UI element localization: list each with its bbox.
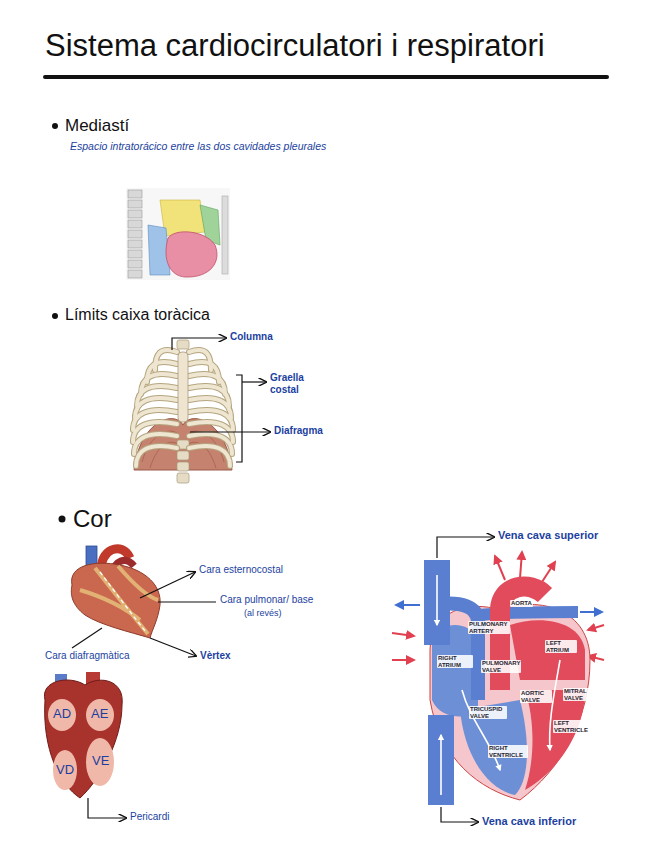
part-label: Vena cava superior bbox=[498, 529, 598, 542]
diagram-part-label: LEFT VENTRICLE bbox=[553, 720, 588, 733]
diagram-part-label: RIGHT VENTRICLE bbox=[488, 745, 528, 758]
page-title: Sistema cardiocirculatori i respiratori bbox=[45, 28, 545, 64]
diagram-part-label: LEFT ATRIUM bbox=[545, 640, 577, 653]
chamber-label: VD bbox=[56, 763, 74, 778]
leader-lines bbox=[172, 338, 270, 462]
rib-cage-figure bbox=[133, 340, 233, 483]
part-label: Columna bbox=[230, 331, 273, 343]
section-heading: Mediastí bbox=[65, 116, 129, 136]
leader-lines bbox=[437, 537, 494, 822]
bullet bbox=[52, 123, 58, 129]
leader-lines bbox=[72, 572, 216, 656]
diagram-part-label: AORTIC VALVE bbox=[520, 690, 552, 703]
part-label: Diafragma bbox=[274, 425, 323, 437]
diagram-part-label: AORTA bbox=[510, 600, 533, 607]
mediastinum-figure bbox=[126, 188, 230, 280]
chamber-label: AD bbox=[53, 707, 71, 722]
part-label: Graella costal bbox=[270, 372, 324, 395]
heart-section-figure bbox=[44, 672, 122, 798]
diagram-part-label: MITRAL VALVE bbox=[563, 688, 592, 701]
heart-external-figure bbox=[71, 546, 160, 638]
diagram-part-label: RIGHT ATRIUM bbox=[437, 655, 473, 668]
part-label: Vena cava inferior bbox=[482, 815, 576, 828]
section-heading: Límits caixa toràcica bbox=[65, 306, 210, 324]
part-label: Pericardi bbox=[130, 811, 169, 823]
definition-note: Espacio intratorácico entre las dos cavi… bbox=[70, 140, 326, 152]
diagram-part-label: TRICUSPID VALVE bbox=[469, 706, 507, 719]
section-heading: Cor bbox=[73, 505, 112, 533]
part-label: Cara esternocostal bbox=[199, 564, 283, 576]
part-label: Cara diafragmàtica bbox=[45, 650, 129, 662]
bullet bbox=[52, 313, 58, 319]
part-note: (al revés) bbox=[244, 608, 282, 618]
chamber-label: AE bbox=[91, 707, 108, 722]
leader-line bbox=[88, 798, 126, 818]
bullet bbox=[59, 516, 66, 523]
part-label: Vèrtex bbox=[200, 650, 231, 662]
diagram-part-label: PULMONARY ARTERY bbox=[468, 621, 510, 634]
diagram-part-label: PULMONARY VALVE bbox=[481, 660, 521, 673]
heart-schematic-figure bbox=[392, 552, 604, 805]
chamber-label: VE bbox=[92, 754, 109, 769]
title-underline bbox=[45, 75, 607, 79]
part-label: Cara pulmonar/ base bbox=[220, 594, 313, 606]
